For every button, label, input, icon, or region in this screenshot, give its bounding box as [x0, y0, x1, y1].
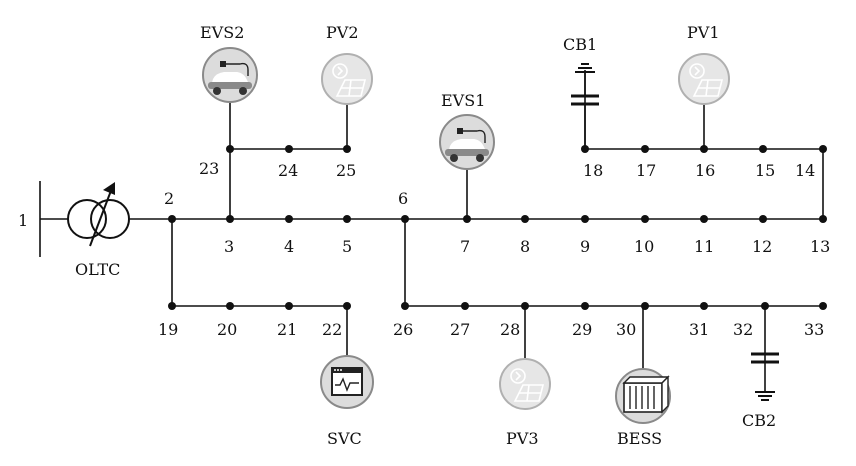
bus-node-3 [226, 215, 234, 223]
evs2-label: EVS2 [200, 23, 244, 42]
battery-container-icon [615, 368, 671, 424]
bus-label-32: 32 [733, 320, 753, 339]
bus-label-14: 14 [795, 161, 815, 180]
bus-node-16 [700, 145, 708, 153]
bus-label-21: 21 [277, 320, 297, 339]
bus-node-20 [226, 302, 234, 310]
bus-node-30 [641, 302, 649, 310]
bus-node-15 [759, 145, 767, 153]
bus-label-30: 30 [616, 320, 636, 339]
bus-label-31: 31 [689, 320, 709, 339]
bus-node-13 [819, 215, 827, 223]
bus-label-28: 28 [500, 320, 520, 339]
bus-node-8 [521, 215, 529, 223]
bus-node-19 [168, 302, 176, 310]
bus-label-6: 6 [398, 189, 408, 208]
bus-node-12 [759, 215, 767, 223]
bus-label-23: 23 [199, 159, 219, 178]
bus-label-10: 10 [634, 237, 654, 256]
bus-node-7 [463, 215, 471, 223]
bus-label-8: 8 [520, 237, 530, 256]
capacitor-bank-icon [571, 63, 599, 149]
solar-panel-icon [499, 358, 551, 410]
bus-node-33 [819, 302, 827, 310]
bus-label-19: 19 [158, 320, 178, 339]
pv2-label: PV2 [326, 23, 359, 42]
bus-label-25: 25 [336, 161, 356, 180]
bus-node-17 [641, 145, 649, 153]
bus-label-33: 33 [804, 320, 824, 339]
bus-label-20: 20 [217, 320, 237, 339]
pv1-label: PV1 [687, 23, 720, 42]
bus-label-9: 9 [580, 237, 590, 256]
evs1-label: EVS1 [441, 91, 485, 110]
pv3-label: PV3 [506, 429, 539, 448]
bus-node-23 [226, 145, 234, 153]
svc-label: SVC [327, 429, 362, 448]
bus-node-9 [581, 215, 589, 223]
bus-node-14 [819, 145, 827, 153]
bus-node-26 [401, 302, 409, 310]
bus-node-32 [761, 302, 769, 310]
bus-label-29: 29 [572, 320, 592, 339]
oltc-transformer-icon [40, 182, 172, 247]
bus-label-22: 22 [322, 320, 342, 339]
bus-label-1: 1 [18, 211, 28, 230]
bus-node-22 [343, 302, 351, 310]
bus-label-5: 5 [342, 237, 352, 256]
bus-labels: 2 3 4 5 6 7 8 9 10 11 12 13 14 15 16 17 … [158, 159, 830, 339]
bus-node-6 [401, 215, 409, 223]
ev-charging-station-icon [202, 47, 258, 103]
bus-nodes [168, 145, 827, 310]
cb2-label: CB2 [742, 411, 776, 430]
bus-node-11 [700, 215, 708, 223]
bus-node-5 [343, 215, 351, 223]
bus-node-27 [461, 302, 469, 310]
bus-label-11: 11 [694, 237, 714, 256]
bus-node-4 [285, 215, 293, 223]
bus-node-2 [168, 215, 176, 223]
ev-charging-station-icon [439, 114, 495, 170]
bus-label-4: 4 [284, 237, 294, 256]
solar-panel-icon [678, 53, 730, 105]
oltc-label: OLTC [75, 260, 120, 279]
bus-label-7: 7 [460, 237, 470, 256]
bus-label-16: 16 [695, 161, 715, 180]
bus-node-10 [641, 215, 649, 223]
bus-node-29 [581, 302, 589, 310]
bus-label-24: 24 [278, 161, 298, 180]
solar-panel-icon [321, 53, 373, 105]
bus-label-2: 2 [164, 189, 174, 208]
bus-label-15: 15 [755, 161, 775, 180]
cb1-label: CB1 [563, 35, 597, 54]
bus-label-27: 27 [450, 320, 470, 339]
bus-label-18: 18 [583, 161, 603, 180]
bus-node-24 [285, 145, 293, 153]
svc-monitor-icon [320, 355, 374, 409]
bus-label-17: 17 [636, 161, 656, 180]
bus-label-3: 3 [224, 237, 234, 256]
bus-node-21 [285, 302, 293, 310]
bus-label-12: 12 [752, 237, 772, 256]
bus-node-28 [521, 302, 529, 310]
bus-label-13: 13 [810, 237, 830, 256]
bus-label-26: 26 [393, 320, 413, 339]
bus-node-25 [343, 145, 351, 153]
bus-node-31 [700, 302, 708, 310]
bess-label: BESS [617, 429, 662, 448]
capacitor-bank-icon [751, 352, 779, 401]
